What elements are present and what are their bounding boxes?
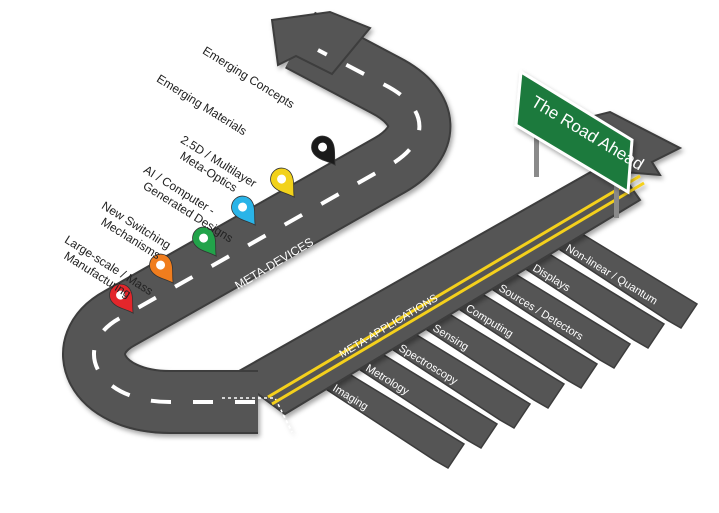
pin-hole — [156, 260, 166, 270]
pin-label-2: Emerging Materials — [154, 72, 249, 139]
pins — [109, 135, 336, 314]
pin-hole — [199, 233, 209, 243]
map-pin-icon — [231, 195, 256, 226]
highway-road — [230, 158, 642, 416]
map-pin-icon — [109, 283, 134, 314]
map-pin-icon — [192, 226, 217, 257]
pin-hole — [238, 202, 248, 212]
map-pin-icon — [149, 253, 174, 284]
sign-post-right — [614, 170, 619, 218]
map-pin-icon — [311, 135, 336, 166]
pin-label-line: Emerging Materials — [154, 72, 249, 139]
center-line-a — [267, 174, 641, 399]
sign-panel — [514, 69, 634, 195]
lane-dashes — [92, 48, 422, 404]
pin-hole — [318, 142, 328, 152]
pin-hole — [116, 290, 126, 300]
pin-hole — [277, 174, 287, 184]
main-road — [62, 10, 683, 434]
sign-post-left — [534, 125, 539, 177]
map-pin-icon — [270, 167, 295, 198]
center-line-b — [271, 181, 645, 406]
meta-devices-arrowhead — [270, 10, 372, 76]
junction-line — [222, 397, 293, 433]
